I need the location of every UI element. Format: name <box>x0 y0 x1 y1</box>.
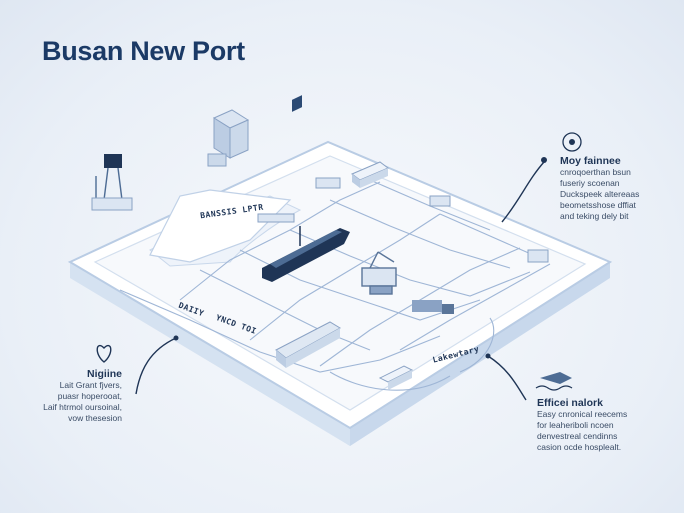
vehicle-east <box>527 249 549 263</box>
callout-top: Moy fainnee cnroqoerthan bsun fuseriy sc… <box>560 155 639 222</box>
callout-left-line: Laif htrmol oursoinal, <box>43 402 122 412</box>
callout-top-line: fuseriy scoenan <box>560 178 620 188</box>
container-ship <box>262 95 350 282</box>
callout-right-line: denvestreal cendinns <box>537 431 618 441</box>
gate-building <box>378 365 414 390</box>
callout-right-heading: Efficei nalork <box>537 397 603 409</box>
callout-left: Nigiine Lait Grant fjvers, puasr hoperoo… <box>40 368 122 424</box>
terminal-north-pad <box>149 189 292 263</box>
callout-top-line: beometsshose dffiat <box>560 200 636 210</box>
callout-left-line: puasr hoperooat, <box>57 391 122 401</box>
ship-waves-icon <box>535 372 573 391</box>
callout-right-line: casion ocde hosplealt. <box>537 442 622 452</box>
callout-top-line: and teking dely bit <box>560 211 629 221</box>
callout-right-line: for leaheriboli ncoen <box>537 420 614 430</box>
target-icon <box>562 132 582 152</box>
callout-left-leader <box>135 337 177 395</box>
warehouse-north <box>351 161 389 188</box>
platform-inner <box>93 155 587 411</box>
small-building <box>207 153 227 167</box>
callout-left-line: Lait Grant fjvers, <box>59 380 122 390</box>
callout-top-dot <box>541 157 547 163</box>
office-tower <box>212 109 250 159</box>
truck-north <box>315 177 341 189</box>
container-stack-south <box>275 321 341 368</box>
platform-side-right <box>350 262 610 446</box>
callout-top-line: Duckspeek altereaas <box>560 189 640 199</box>
water-tower <box>91 154 133 211</box>
callout-left-dot <box>173 335 179 341</box>
callout-right-leader <box>487 355 527 401</box>
cargo-truck <box>412 300 454 314</box>
callout-top-leader <box>501 161 545 223</box>
callout-right-dot <box>485 353 491 359</box>
callout-left-line: vow thesesion <box>68 413 122 423</box>
harbor-crane <box>361 251 397 295</box>
rail-cars-north <box>257 213 295 223</box>
callout-right: Efficei nalork Easy cnronical reecems fo… <box>537 397 627 453</box>
callout-top-heading: Moy fainnee <box>560 155 621 167</box>
callout-right-line: Easy cnronical reecems <box>537 409 628 419</box>
vehicle-center <box>429 195 451 207</box>
heart-shield-icon <box>96 344 112 363</box>
platform-side-left <box>70 262 350 446</box>
page-title: Busan New Port <box>42 36 245 66</box>
callout-top-line: cnroqoerthan bsun <box>560 167 631 177</box>
callout-left-heading: Nigiine <box>86 368 122 380</box>
